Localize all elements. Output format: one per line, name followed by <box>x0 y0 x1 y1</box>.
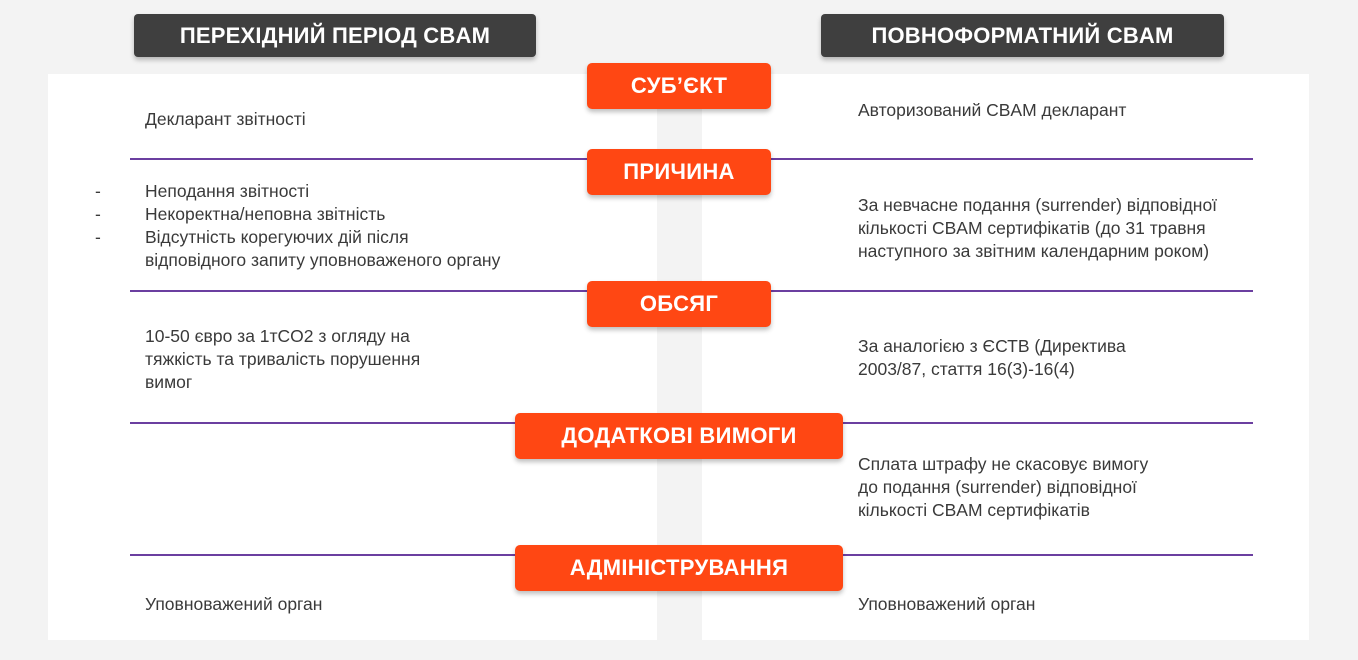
list-item-text: Неподання звітності <box>145 181 310 201</box>
divider-left <box>130 554 518 556</box>
text-line: вимог <box>145 372 193 392</box>
list-item: - Неподання звітності <box>95 180 500 203</box>
divider-right <box>840 422 1253 424</box>
scope-right-text: За аналогією з ЄСТВ (Директива 2003/87, … <box>858 335 1126 381</box>
text-line: тяжкість та тривалість порушення <box>145 349 421 369</box>
list-item: - Некоректна/неповна звітність <box>95 203 500 226</box>
list-item-text: Відсутність корегуючих дій після <box>145 227 409 247</box>
header-full-format: ПОВНОФОРМАТНИЙ CBAM <box>821 14 1224 57</box>
bullet-dash: - <box>95 204 101 224</box>
additional-requirements-right-text: Сплата штрафу не скасовує вимогу до пода… <box>858 453 1148 522</box>
text-line: наступного за звітним календарним роком) <box>858 241 1210 261</box>
divider-right <box>770 158 1253 160</box>
text-line: до подання (surrender) відповідної <box>858 477 1137 497</box>
subject-right-text: Авторизований CBAM декларант <box>858 100 1127 120</box>
list-item-text: відповідного запиту уповноваженого орган… <box>145 250 501 270</box>
section-label-scope: ОБСЯГ <box>587 281 771 327</box>
divider-left <box>130 158 590 160</box>
subject-left-text: Декларант звітності <box>145 109 306 129</box>
reason-right-text: За невчасне подання (surrender) відповід… <box>858 194 1217 263</box>
administration-right-text: Уповноважений орган <box>858 594 1036 614</box>
list-item: - Відсутність корегуючих дій після <box>95 226 500 249</box>
list-item-continuation: відповідного запиту уповноваженого орган… <box>95 249 500 272</box>
section-label-subject: СУБ’ЄКТ <box>587 63 771 109</box>
administration-left-text: Уповноважений орган <box>145 594 323 614</box>
list-item-text: Некоректна/неповна звітність <box>145 204 386 224</box>
text-line: 10-50 євро за 1тCO2 з огляду на <box>145 326 410 346</box>
text-line: За аналогією з ЄСТВ (Директива <box>858 336 1126 356</box>
section-label-administration: АДМІНІСТРУВАННЯ <box>515 545 843 591</box>
header-transitional-period: ПЕРЕХІДНИЙ ПЕРІОД CBAM <box>134 14 536 57</box>
text-line: кількості CBAM сертифікатів (до 31 травн… <box>858 218 1206 238</box>
text-line: кількості CBAM сертифікатів <box>858 500 1090 520</box>
text-line: 2003/87, стаття 16(3)-16(4) <box>858 359 1075 379</box>
bullet-dash: - <box>95 181 101 201</box>
divider-right <box>840 554 1253 556</box>
divider-left <box>130 290 590 292</box>
bullet-dash: - <box>95 227 101 247</box>
section-label-reason: ПРИЧИНА <box>587 149 771 195</box>
text-line: Сплата штрафу не скасовує вимогу <box>858 454 1149 474</box>
reason-left-list: - Неподання звітності - Некоректна/неповна… <box>95 180 500 272</box>
text-line: За невчасне подання (surrender) відповід… <box>858 195 1218 215</box>
divider-right <box>770 290 1253 292</box>
section-label-additional-requirements: ДОДАТКОВІ ВИМОГИ <box>515 413 843 459</box>
divider-left <box>130 422 518 424</box>
scope-left-text: 10-50 євро за 1тCO2 з огляду на тяжкість… <box>145 325 420 394</box>
